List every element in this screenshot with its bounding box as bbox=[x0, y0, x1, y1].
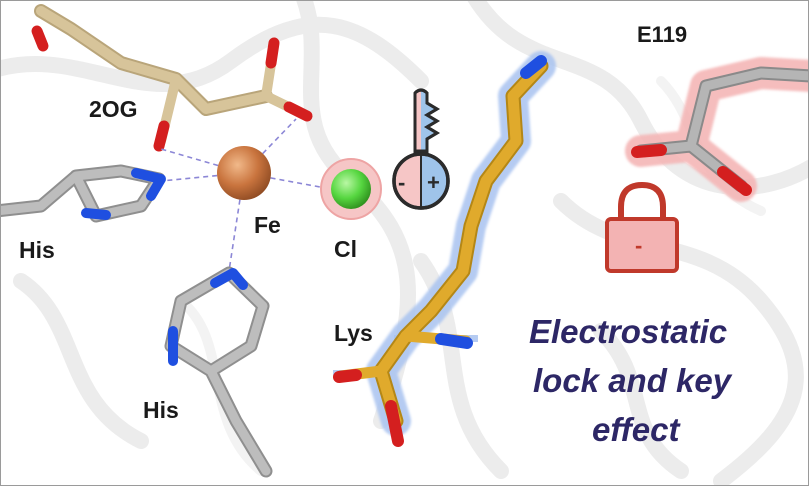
lock-icon: - bbox=[605, 181, 679, 273]
key-minus-sign: - bbox=[398, 170, 405, 195]
label-fe: Fe bbox=[254, 212, 281, 238]
label-his-left: His bbox=[19, 237, 55, 263]
2og-molecule bbox=[31, 4, 313, 152]
effect-line-3: effect bbox=[592, 411, 681, 448]
e119-residue bbox=[625, 57, 808, 202]
key-icon: - + bbox=[392, 88, 450, 210]
label-his-bottom: His bbox=[143, 397, 179, 423]
label-2og: 2OG bbox=[89, 96, 138, 122]
lock-minus-sign: - bbox=[635, 233, 642, 258]
effect-line-1: Electrostatic bbox=[529, 313, 727, 350]
label-e119: E119 bbox=[637, 22, 687, 47]
label-lys: Lys bbox=[334, 320, 373, 346]
iron-atom bbox=[217, 146, 271, 200]
histidine-left bbox=[1, 164, 166, 223]
histidine-bottom bbox=[164, 266, 273, 478]
label-cl: Cl bbox=[334, 236, 357, 262]
chloride-atom bbox=[320, 158, 382, 220]
key-plus-sign: + bbox=[427, 170, 440, 195]
effect-line-2: lock and key bbox=[533, 362, 733, 399]
lysine-residue bbox=[326, 51, 556, 447]
